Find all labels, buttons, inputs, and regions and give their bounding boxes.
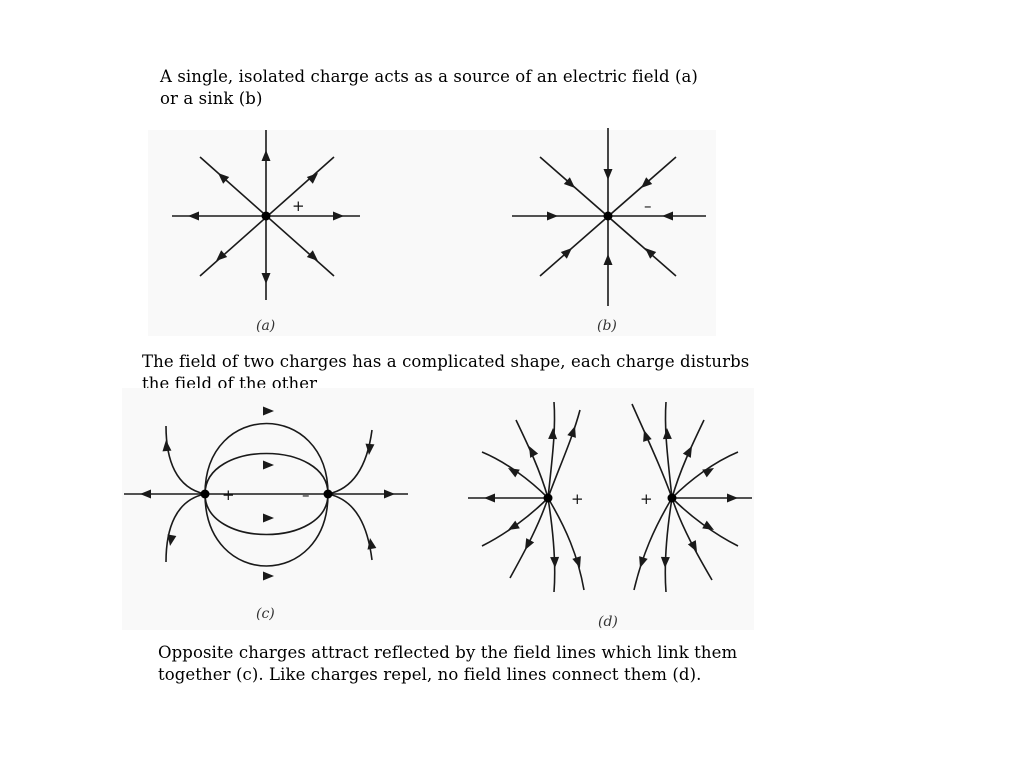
field-line — [547, 409, 581, 499]
arrow-icon — [662, 427, 672, 440]
arrow-icon — [662, 211, 673, 221]
field-line — [204, 493, 329, 567]
arrow-icon — [306, 169, 322, 184]
field-line — [547, 497, 556, 593]
arrow-icon — [364, 443, 375, 456]
arrow-icon — [188, 211, 199, 221]
field-line — [204, 493, 329, 536]
field-line — [327, 429, 373, 495]
diagram-c-opposite-charges: + – (c) — [124, 406, 408, 622]
field-line — [547, 401, 556, 499]
positive-charge — [667, 493, 677, 503]
panel-label-c: (c) — [256, 606, 275, 622]
field-line — [204, 422, 329, 495]
figure-cd-background — [122, 388, 754, 630]
arrow-icon — [261, 150, 271, 161]
field-line — [671, 451, 739, 499]
arrow-icon — [263, 460, 274, 470]
arrow-icon — [603, 254, 613, 265]
arrow-icon — [384, 489, 395, 499]
arrow-icon — [635, 556, 648, 570]
diagram-a-source: + (a) — [172, 130, 360, 334]
positive-charge — [261, 211, 271, 221]
charge-sign-d-left: + — [571, 490, 584, 508]
arrow-icon — [567, 424, 580, 438]
arrow-icon — [687, 540, 701, 555]
negative-charge — [323, 489, 333, 499]
arrow-icon — [140, 489, 151, 499]
field-line — [671, 419, 705, 499]
field-line — [664, 497, 673, 593]
caption-top-line-2: or a sink (b) — [160, 89, 263, 108]
positive-charge — [200, 489, 210, 499]
field-line — [165, 425, 206, 495]
arrow-icon — [727, 493, 738, 503]
charge-sign-a: + — [292, 197, 305, 215]
arrow-icon — [161, 439, 172, 452]
caption-bottom: Opposite charges attract reflected by th… — [158, 642, 737, 686]
field-line — [327, 493, 373, 561]
arrow-icon — [521, 538, 535, 553]
figure-ab-background — [148, 130, 716, 336]
field-line — [664, 401, 673, 499]
caption-bottom-line-2: together (c). Like charges repel, no fie… — [158, 665, 702, 684]
negative-charge — [603, 211, 613, 221]
arrow-icon — [263, 406, 274, 416]
panel-label-a: (a) — [256, 318, 275, 334]
arrow-icon — [550, 556, 560, 569]
arrow-icon — [682, 443, 696, 458]
arrow-icon — [603, 169, 613, 180]
arrow-icon — [261, 273, 271, 284]
field-line — [204, 452, 329, 495]
charge-sign-d-right: + — [640, 490, 653, 508]
field-line — [671, 497, 739, 547]
arrow-icon — [525, 443, 539, 458]
arrow-icon — [263, 513, 274, 523]
arrow-icon — [639, 428, 652, 442]
arrow-icon — [660, 556, 670, 569]
caption-bottom-line-1: Opposite charges attract reflected by th… — [158, 643, 738, 662]
panel-label-d: (d) — [598, 614, 618, 630]
field-line — [631, 403, 673, 499]
field-line — [515, 419, 549, 499]
arrow-icon — [702, 464, 717, 478]
arrow-icon — [548, 427, 558, 440]
caption-middle-line-1: The field of two charges has a complicat… — [142, 352, 750, 371]
caption-top-line-1: A single, isolated charge acts as a sour… — [160, 67, 698, 86]
panel-label-b: (b) — [597, 318, 617, 334]
diagram-b-sink: – (b) — [512, 128, 706, 334]
field-line — [671, 497, 713, 581]
field-line — [633, 497, 673, 591]
caption-top: A single, isolated charge acts as a sour… — [160, 66, 698, 110]
diagram-d-like-charges: + + (d) — [468, 401, 752, 630]
arrow-icon — [333, 211, 344, 221]
charge-sign-c-right: – — [302, 486, 310, 504]
arrow-icon — [365, 537, 377, 550]
field-line — [165, 493, 206, 563]
field-line — [509, 497, 549, 579]
positive-charge — [543, 493, 553, 503]
arrow-icon — [547, 211, 558, 221]
arrow-icon — [263, 571, 274, 581]
field-line — [547, 497, 585, 591]
charge-sign-c-left: + — [222, 486, 235, 504]
arrow-icon — [484, 493, 495, 503]
charge-sign-b: – — [644, 197, 652, 215]
